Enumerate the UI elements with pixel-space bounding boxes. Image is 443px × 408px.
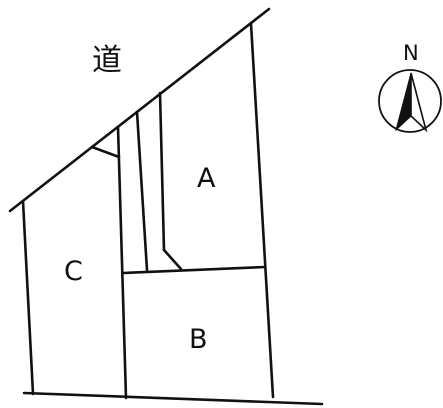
flag-strip-line-2 — [158, 91, 166, 252]
road-edge-line — [8, 7, 271, 213]
road-label: 道 — [92, 43, 122, 78]
lot-c-label: C — [64, 256, 83, 287]
bottom-boundary-line — [22, 391, 324, 406]
corner-cut-line — [90, 145, 121, 159]
lot-a-label: A — [197, 163, 216, 194]
lot-b-top-boundary — [121, 265, 267, 275]
flag-strip-line-1 — [135, 110, 149, 272]
north-label: N — [403, 41, 419, 65]
lot-c-right-boundary — [116, 125, 128, 400]
north-arrow-icon: N — [378, 41, 442, 133]
flag-strip-corner-line — [162, 248, 183, 271]
lot-b-label: B — [189, 324, 208, 355]
lot-c-left-boundary — [21, 199, 35, 396]
right-boundary-line — [249, 22, 275, 399]
